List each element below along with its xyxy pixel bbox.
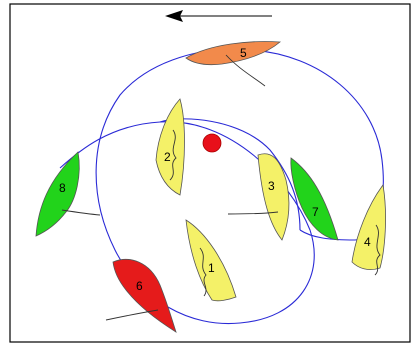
boat-3-label: 3 — [268, 179, 275, 193]
boat-4: 4 — [352, 185, 386, 275]
boat-6-label: 6 — [136, 279, 143, 293]
boat-5: 5 — [186, 42, 280, 86]
boat-1: 1 — [186, 220, 236, 301]
boat-8-label: 8 — [59, 181, 66, 195]
boat-2-label: 2 — [164, 150, 171, 164]
boat-7: 7 — [291, 158, 338, 240]
wind-direction-arrow — [165, 10, 272, 22]
boat-7-label: 7 — [312, 205, 319, 219]
boat-1-label: 1 — [208, 261, 215, 275]
boat-3: 3 — [228, 154, 289, 240]
boat-2: 2 — [156, 99, 185, 195]
mark-buoy — [203, 134, 221, 152]
boat-8: 8 — [36, 152, 100, 236]
boat-5-label: 5 — [240, 46, 247, 60]
boat-6: 6 — [106, 259, 176, 332]
boat-4-label: 4 — [364, 235, 371, 249]
